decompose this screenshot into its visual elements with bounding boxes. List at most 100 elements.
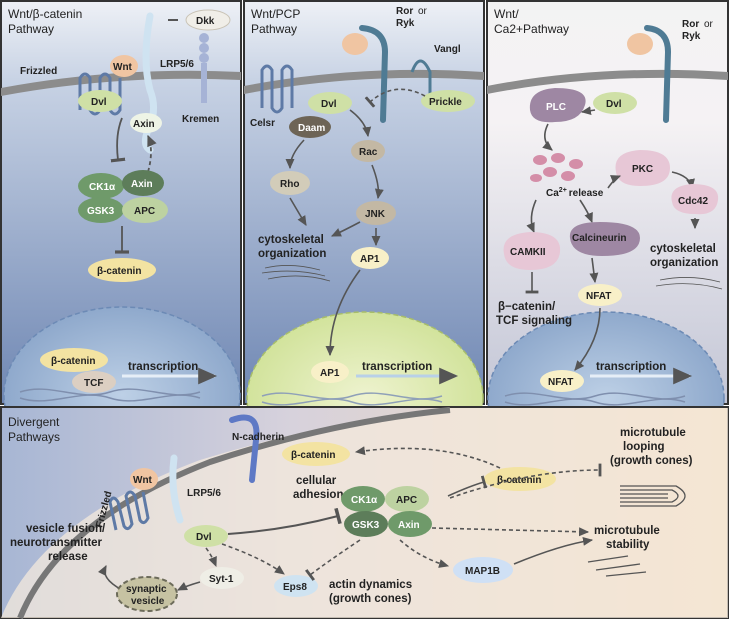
axin-label: Axin <box>131 179 153 190</box>
cell-membrane <box>244 69 484 94</box>
ap1-label: AP1 <box>360 254 380 265</box>
rac-label: Rac <box>359 147 378 158</box>
prickle-label: Prickle <box>429 97 462 108</box>
cellular-label: cellular <box>296 475 337 487</box>
cytoskeletal-label: cytoskeletal <box>258 234 324 246</box>
camkii-label: CAMKII <box>510 247 546 258</box>
ap1 <box>351 247 389 269</box>
tcf <box>72 371 116 393</box>
cytoskeletal-label: cytoskeletal <box>650 243 716 255</box>
beta-catenin-tcf-line2: TCF signaling <box>496 315 572 327</box>
organization-label: organization <box>258 248 326 260</box>
synaptic-vesicle <box>116 576 178 612</box>
mt-stability-line1: microtubule <box>594 525 660 537</box>
lrp-receptor <box>141 12 157 154</box>
nfat-nuclear <box>540 370 584 392</box>
wnt-ligand <box>110 55 138 77</box>
n-cadherin-label: N-cadherin <box>232 432 284 443</box>
synaptic-vesicle-line2: vesicle <box>131 596 165 607</box>
ck1a-label: CK1α <box>351 495 378 506</box>
rho-label: Rho <box>280 179 299 190</box>
vangl-receptor <box>410 59 432 95</box>
ap1-nuclear-label: AP1 <box>320 368 340 379</box>
daam-label: Daam <box>298 123 325 134</box>
panel-title-line2: Ca2+Pathway <box>494 22 569 36</box>
camkii <box>503 232 561 270</box>
dvl-label: Dvl <box>91 97 107 108</box>
mt-looping-line2: looping <box>623 441 665 453</box>
dvl-protein <box>184 525 228 547</box>
gsk3-label: GSK3 <box>352 520 380 531</box>
beta-catenin-adhesion <box>282 442 350 466</box>
dvl-label: Dvl <box>196 532 212 543</box>
axin-membrane-label: Axin <box>133 119 155 130</box>
pkc <box>615 150 670 186</box>
dvl-protein <box>308 92 352 114</box>
map1b-label: MAP1B <box>465 566 500 577</box>
plc-label: PLC <box>546 102 566 113</box>
actin-dynamics-line1: actin dynamics <box>329 579 412 591</box>
ryk-label: Ryk <box>396 18 415 29</box>
dvl-label: Dvl <box>606 99 622 110</box>
wnt-ligand <box>342 33 368 55</box>
plc <box>529 88 586 123</box>
prickle <box>421 90 475 112</box>
jnk <box>356 201 396 225</box>
dna-strand <box>19 388 201 396</box>
frizzled-receptor <box>108 490 150 531</box>
syt-1-label: Syt-1 <box>209 574 234 585</box>
ap1-nuclear <box>311 361 349 383</box>
gsk3-label: GSK3 <box>87 206 115 217</box>
panel-title-line2: Pathway <box>251 22 297 36</box>
vesicle-fusion-line1: vesicle fusion/ <box>26 523 106 535</box>
calcium-ions <box>530 153 583 182</box>
beta-catenin-right-label: β-catenin <box>497 475 541 486</box>
pkc-label: PKC <box>632 164 653 175</box>
frizzled-label: Frizzled <box>20 66 57 77</box>
panel-title-line1: Wnt/PCP <box>251 7 300 21</box>
cell-membrane <box>1 70 241 96</box>
syt-1 <box>200 567 244 589</box>
nfat-label: NFAT <box>586 291 611 302</box>
beta-catenin-tcf-line1: β−catenin/ <box>498 301 556 313</box>
nfat <box>578 284 622 306</box>
axin-membrane <box>130 113 162 133</box>
kremen-label: Kremen <box>182 114 219 125</box>
daam <box>289 116 331 138</box>
ror-ryk-receptor <box>644 25 672 123</box>
rac <box>351 140 385 162</box>
ca-release-label: Ca2+release <box>546 187 604 199</box>
synaptic-vesicle-line1: synaptic <box>126 584 167 595</box>
transcription-label: transcription <box>596 361 666 373</box>
cdc42-label: Cdc42 <box>678 196 708 207</box>
microtubule-lines <box>587 555 647 577</box>
apc-label: APC <box>396 495 417 506</box>
wnt-ligand <box>130 468 158 490</box>
adhesion-label: adhesion <box>293 489 343 501</box>
panel-title-line2: Pathways <box>8 430 60 444</box>
wnt-label: Wnt <box>133 475 153 486</box>
axin-label: Axin <box>398 520 420 531</box>
rho <box>270 171 310 195</box>
actin-filaments <box>261 265 331 282</box>
vangl-label: Vangl <box>434 44 461 55</box>
ck1a-label: CK1α <box>89 182 116 193</box>
ror-label: Ror <box>396 6 413 17</box>
microtubule-loop <box>620 485 686 507</box>
beta-catenin <box>88 258 156 282</box>
eps8-label: Eps8 <box>283 582 307 593</box>
cell-membrane <box>17 407 451 619</box>
apc-label: APC <box>134 206 155 217</box>
nfat-nuclear-label: NFAT <box>548 377 573 388</box>
panel-title-line2: Pathway <box>8 22 54 36</box>
mt-looping-line3: (growth cones) <box>610 455 693 467</box>
jnk-label: JNK <box>365 209 386 220</box>
ryk-label: Ryk <box>682 31 701 42</box>
calcineurin <box>569 222 640 256</box>
dvl-protein <box>593 92 637 114</box>
dvl-label: Dvl <box>321 99 337 110</box>
mt-stability-line2: stability <box>606 539 650 551</box>
dvl-protein <box>78 90 122 112</box>
map1b <box>453 557 513 583</box>
ror-ryk-receptor <box>359 25 389 123</box>
